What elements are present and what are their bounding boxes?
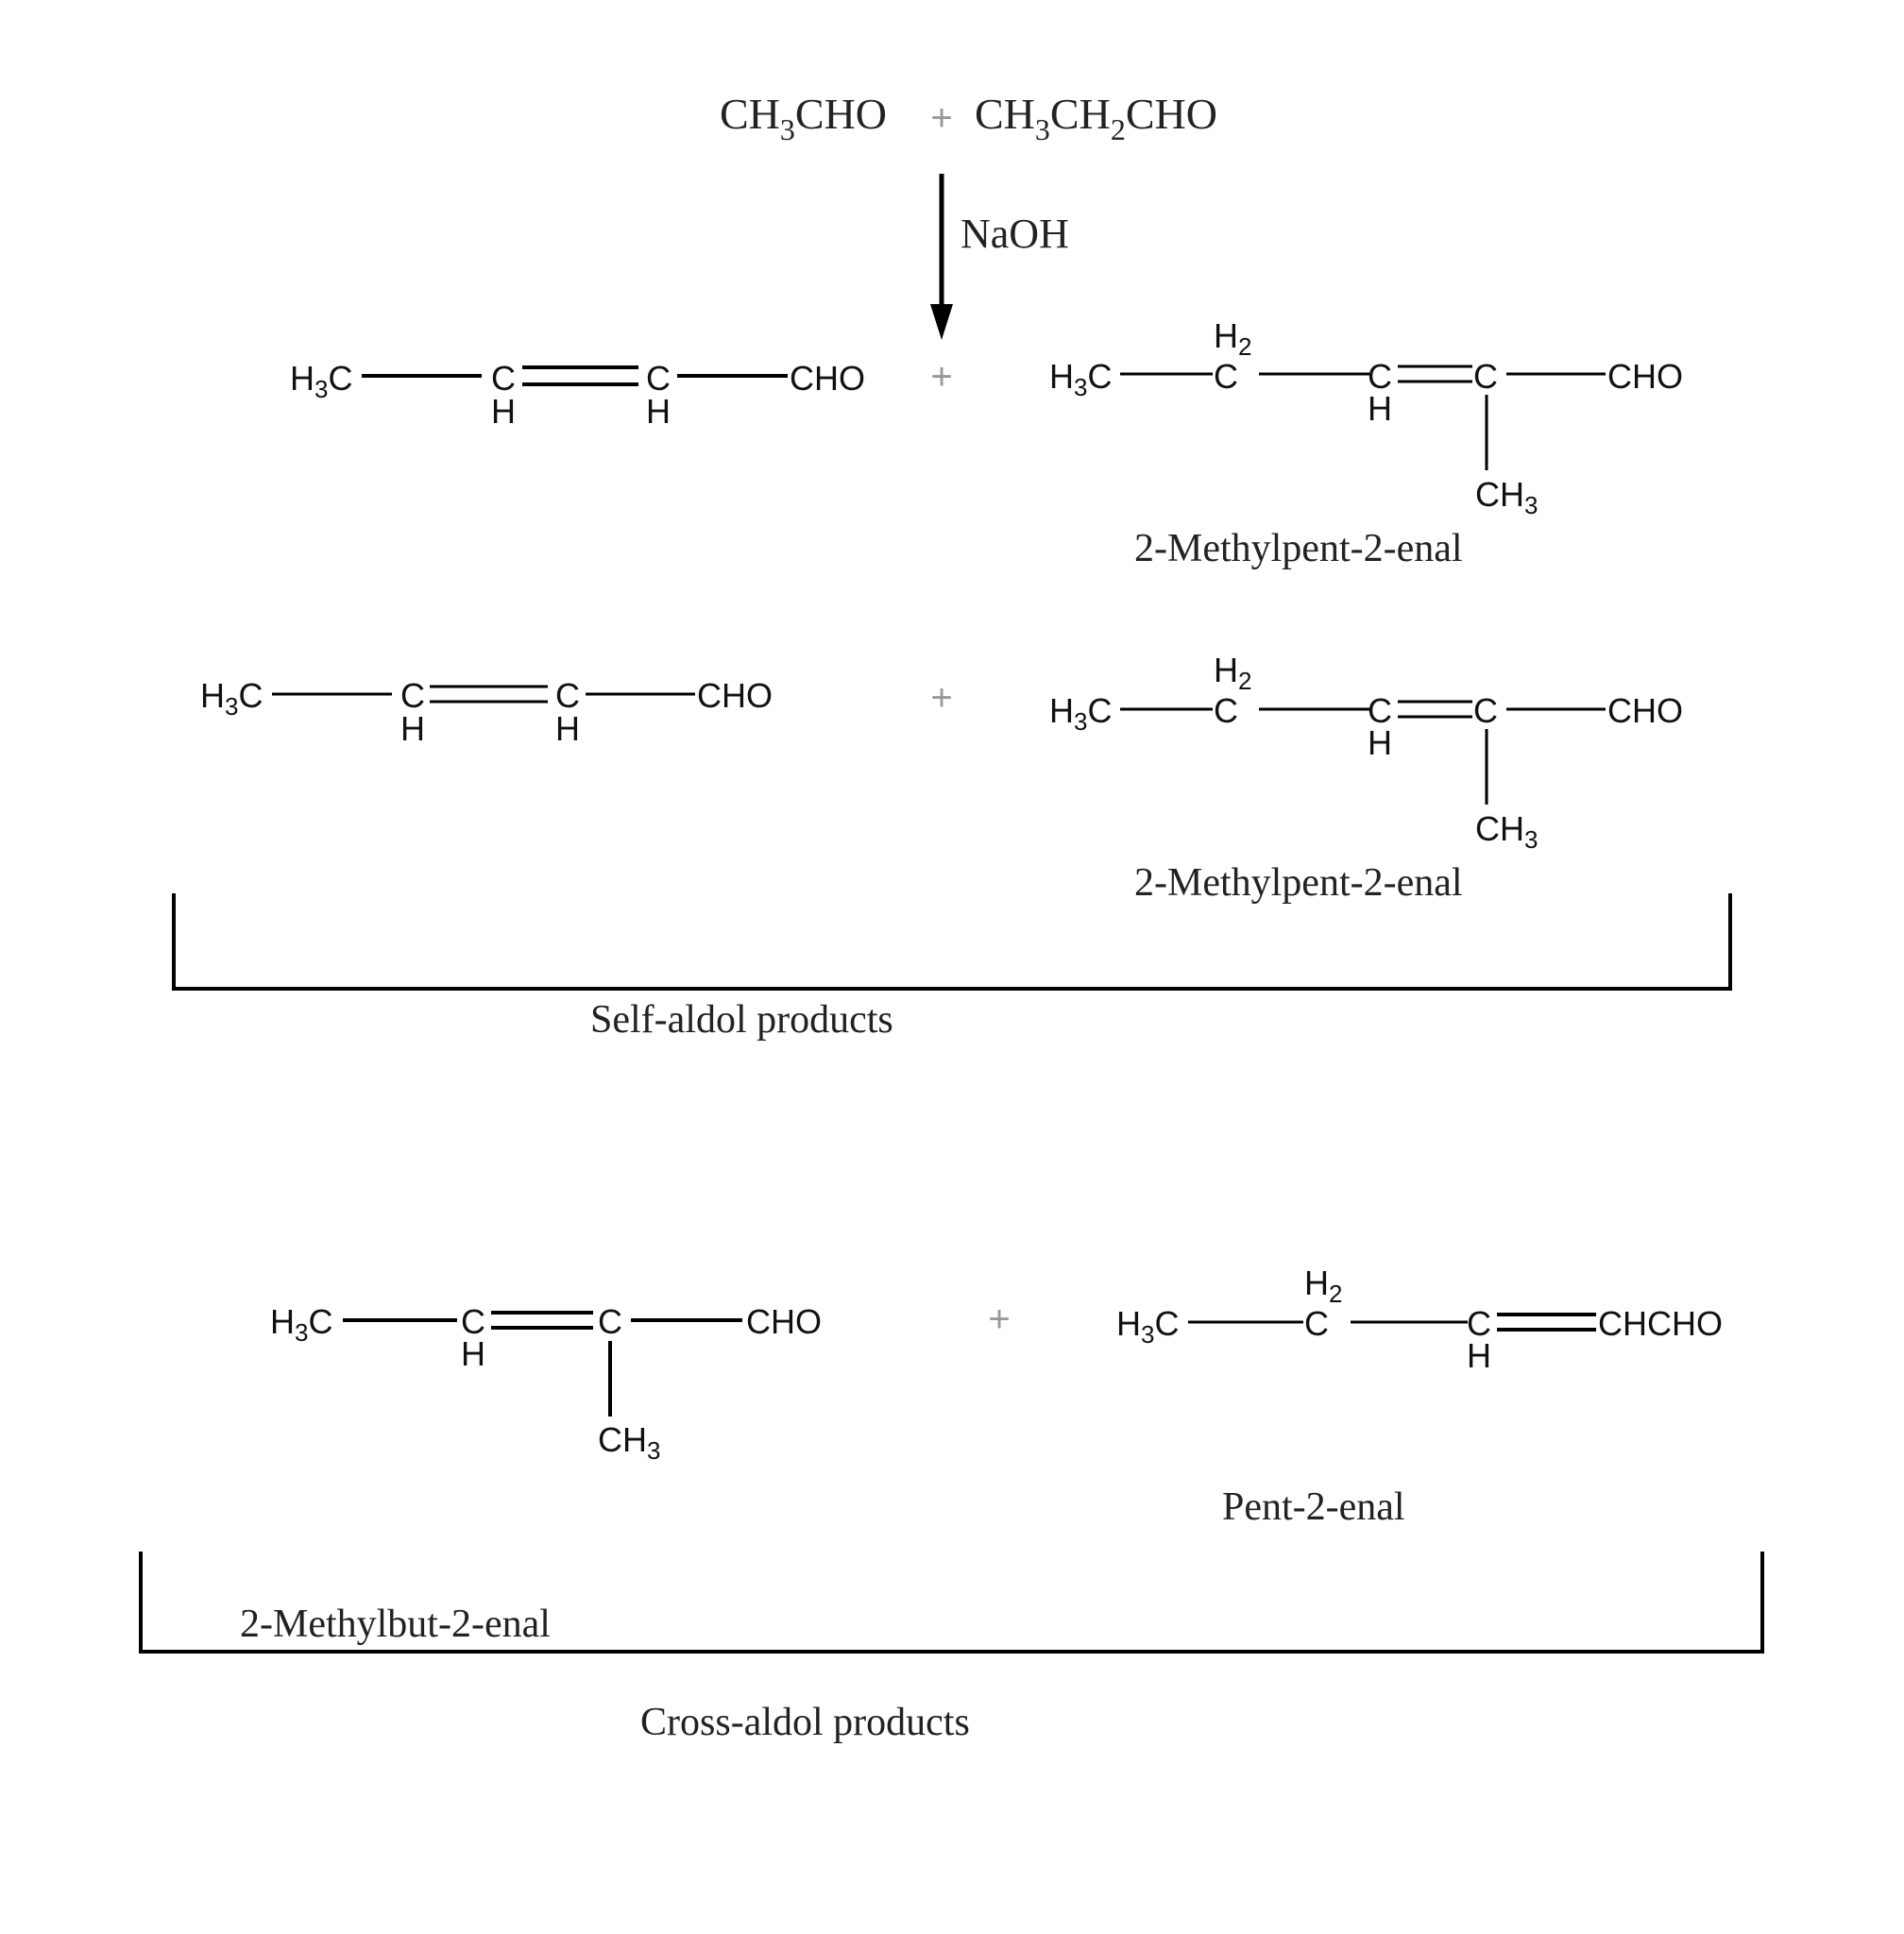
svg-text:CH3: CH3 — [1475, 475, 1538, 519]
svg-text:C: C — [461, 1302, 485, 1341]
svg-text:CHO: CHO — [790, 359, 865, 398]
self-aldol-bracket — [172, 893, 1732, 991]
svg-text:C: C — [646, 359, 671, 398]
reactant-acetaldehyde: CH3CHO — [720, 90, 887, 146]
svg-text:H: H — [1467, 1336, 1491, 1375]
svg-text:H: H — [491, 392, 516, 431]
svg-text:H3C: H3C — [1049, 691, 1112, 736]
reactant-propanal: CH3CH2CHO — [975, 90, 1217, 146]
svg-text:H2: H2 — [1214, 651, 1251, 695]
svg-text:C: C — [1368, 691, 1392, 730]
svg-text:H3C: H3C — [1116, 1304, 1179, 1349]
svg-text:C: C — [1473, 357, 1498, 396]
svg-text:H3C: H3C — [200, 676, 263, 721]
svg-text:C: C — [400, 676, 425, 715]
cross-aldol-label: Cross-aldol products — [640, 1701, 970, 1744]
svg-text:CHO: CHO — [746, 1302, 822, 1341]
molecule-but-2-enal-1: H3C C H C H CHO — [290, 359, 865, 431]
svg-text:H: H — [1368, 389, 1392, 428]
molecule-name: Pent-2-enal — [1222, 1485, 1405, 1529]
molecule-pent-2-enal: H3C H2 C C H CHCHO — [1116, 1264, 1723, 1375]
svg-text:CH3CHO: CH3CHO — [720, 90, 887, 146]
svg-text:CHCHO: CHCHO — [1598, 1304, 1723, 1343]
svg-text:H3C: H3C — [270, 1302, 332, 1347]
svg-text:CH3: CH3 — [598, 1420, 660, 1465]
svg-text:CHO: CHO — [1607, 357, 1683, 396]
plus-sign: + — [930, 97, 952, 139]
svg-text:C: C — [555, 676, 580, 715]
molecule-name: 2-Methylpent-2-enal — [1134, 861, 1463, 905]
reaction-arrow — [930, 174, 953, 340]
svg-text:CH3CH2CHO: CH3CH2CHO — [975, 90, 1217, 146]
svg-text:C: C — [1368, 357, 1392, 396]
svg-text:H: H — [1368, 723, 1392, 762]
svg-text:H: H — [461, 1334, 485, 1373]
molecule-name: 2-Methylbut-2-enal — [240, 1603, 551, 1646]
svg-text:C: C — [1214, 357, 1238, 396]
reagent-label: NaOH — [960, 211, 1069, 257]
svg-text:C: C — [1214, 691, 1238, 730]
molecule-name: 2-Methylpent-2-enal — [1134, 527, 1463, 570]
plus-sign: + — [988, 1298, 1010, 1340]
svg-text:CH3: CH3 — [1475, 809, 1538, 854]
cross-aldol-bracket — [139, 1552, 1764, 1654]
svg-text:C: C — [1473, 691, 1498, 730]
svg-text:H: H — [400, 709, 425, 748]
svg-text:C: C — [491, 359, 516, 398]
svg-text:H3C: H3C — [1049, 357, 1112, 401]
svg-text:H: H — [646, 392, 671, 431]
svg-text:C: C — [1467, 1304, 1491, 1343]
plus-sign: + — [930, 677, 952, 719]
svg-text:H3C: H3C — [290, 359, 352, 403]
svg-text:CHO: CHO — [697, 676, 773, 715]
svg-text:H2: H2 — [1214, 316, 1251, 361]
svg-text:C: C — [598, 1302, 622, 1341]
molecule-2-methylbut-2-enal: H3C C H C CHO CH3 — [270, 1302, 822, 1465]
molecule-2-methylpent-2-enal-2: H3C H2 C C H C CHO CH3 — [1049, 651, 1683, 854]
svg-text:CHO: CHO — [1607, 691, 1683, 730]
svg-text:C: C — [1304, 1304, 1329, 1343]
self-aldol-label: Self-aldol products — [590, 998, 893, 1042]
plus-sign: + — [930, 356, 952, 398]
svg-text:H2: H2 — [1304, 1264, 1342, 1308]
molecule-2-methylpent-2-enal-1: H3C H2 C C H C CHO CH3 — [1049, 316, 1683, 519]
molecule-but-2-enal-2: H3C C H C H CHO — [200, 676, 773, 748]
svg-text:H: H — [555, 709, 580, 748]
